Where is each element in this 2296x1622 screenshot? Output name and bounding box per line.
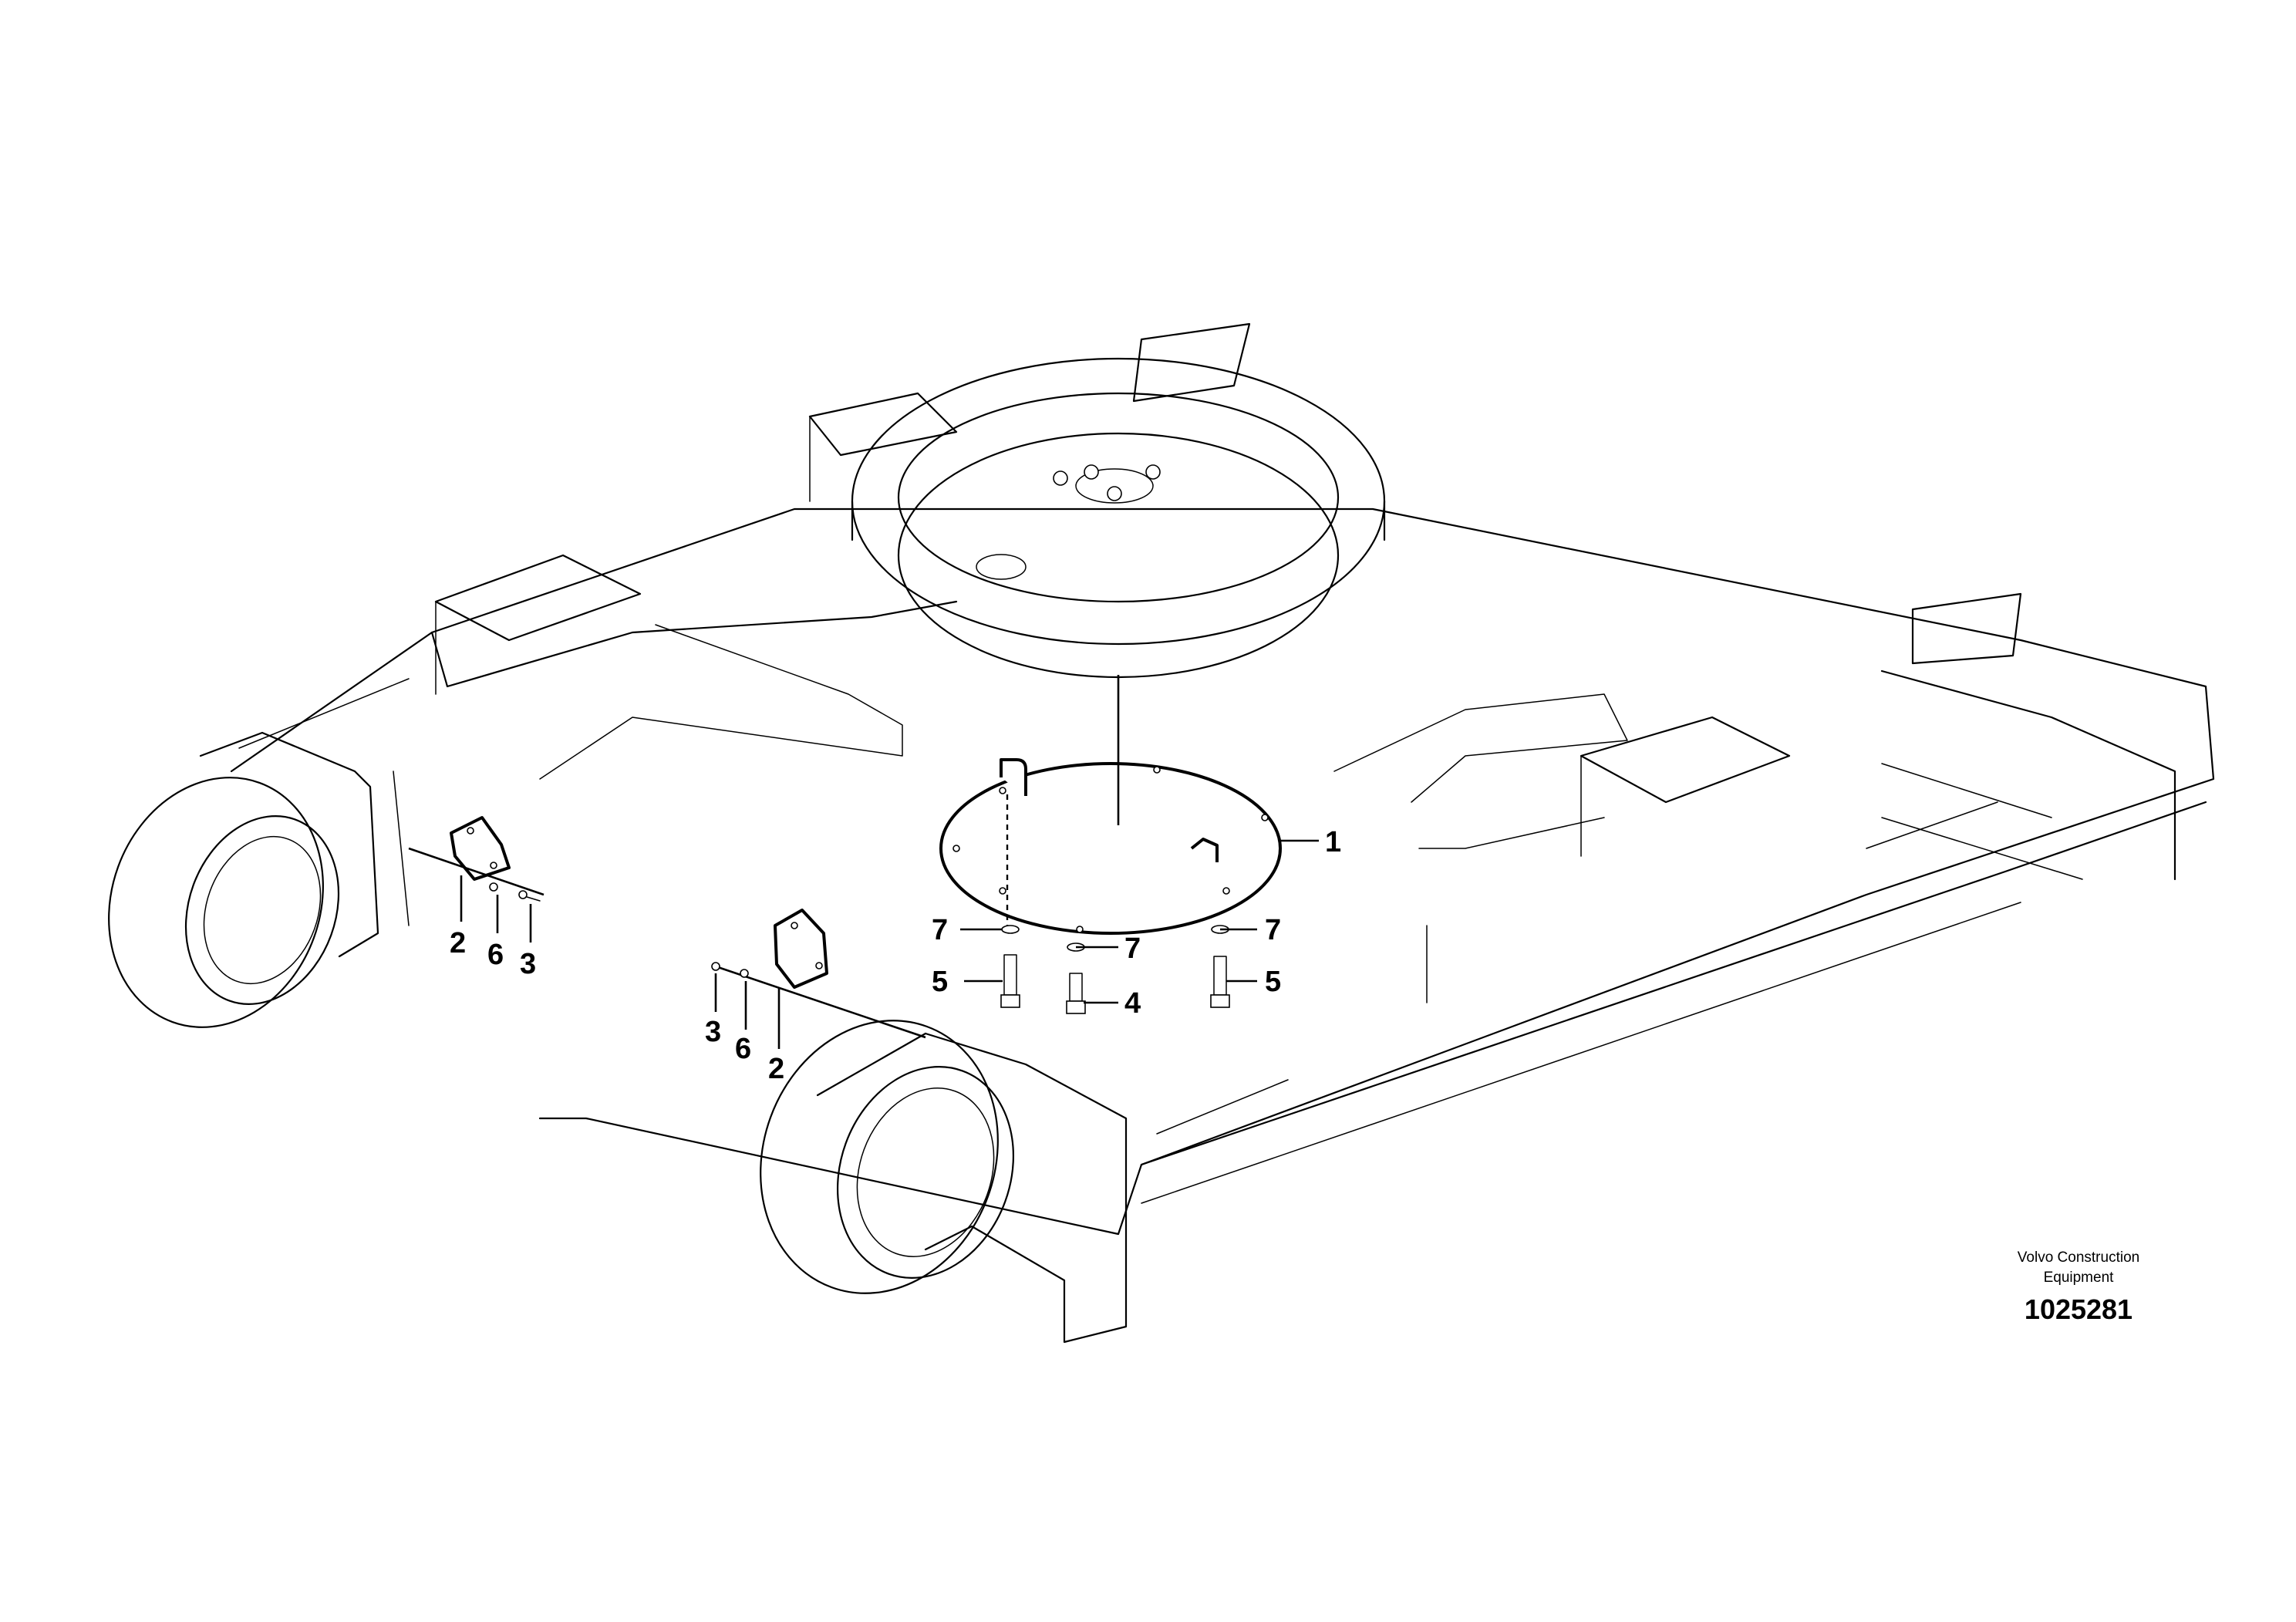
callout-7-right: 7 <box>1265 914 1281 946</box>
fasteners <box>489 882 1230 1014</box>
callout-3-left: 3 <box>520 948 536 980</box>
brand-line-1: Volvo Construction <box>2018 1249 2139 1266</box>
callout-leaders <box>460 875 1257 1049</box>
callout-1: 1 <box>1325 826 1341 858</box>
part-2-left-cover <box>450 816 511 881</box>
callout-5-left: 5 <box>932 966 948 998</box>
callout-3-front: 3 <box>705 1016 721 1048</box>
callout-2-left: 2 <box>450 927 466 959</box>
swing-bearing <box>851 357 1386 679</box>
part-2-front-cover <box>774 909 828 989</box>
callout-6-front: 6 <box>735 1033 751 1065</box>
document-number: 1025281 <box>2025 1293 2132 1325</box>
part-1-cover-plate <box>939 758 1282 935</box>
axis-line-left <box>408 847 544 896</box>
callout-4: 4 <box>1124 987 1141 1020</box>
callout-5-right: 5 <box>1265 966 1281 998</box>
callout-6-left: 6 <box>487 939 504 971</box>
front-drive-drum <box>760 1020 1015 1294</box>
undercarriage-frame <box>199 322 2215 1344</box>
axis-line-front <box>713 964 926 1039</box>
brand-line-2: Equipment <box>2044 1270 2115 1286</box>
left-drive-drum <box>108 777 340 1028</box>
callout-7-left: 7 <box>932 914 948 946</box>
callout-2-front: 2 <box>768 1053 784 1085</box>
callout-7-mid: 7 <box>1124 932 1141 965</box>
